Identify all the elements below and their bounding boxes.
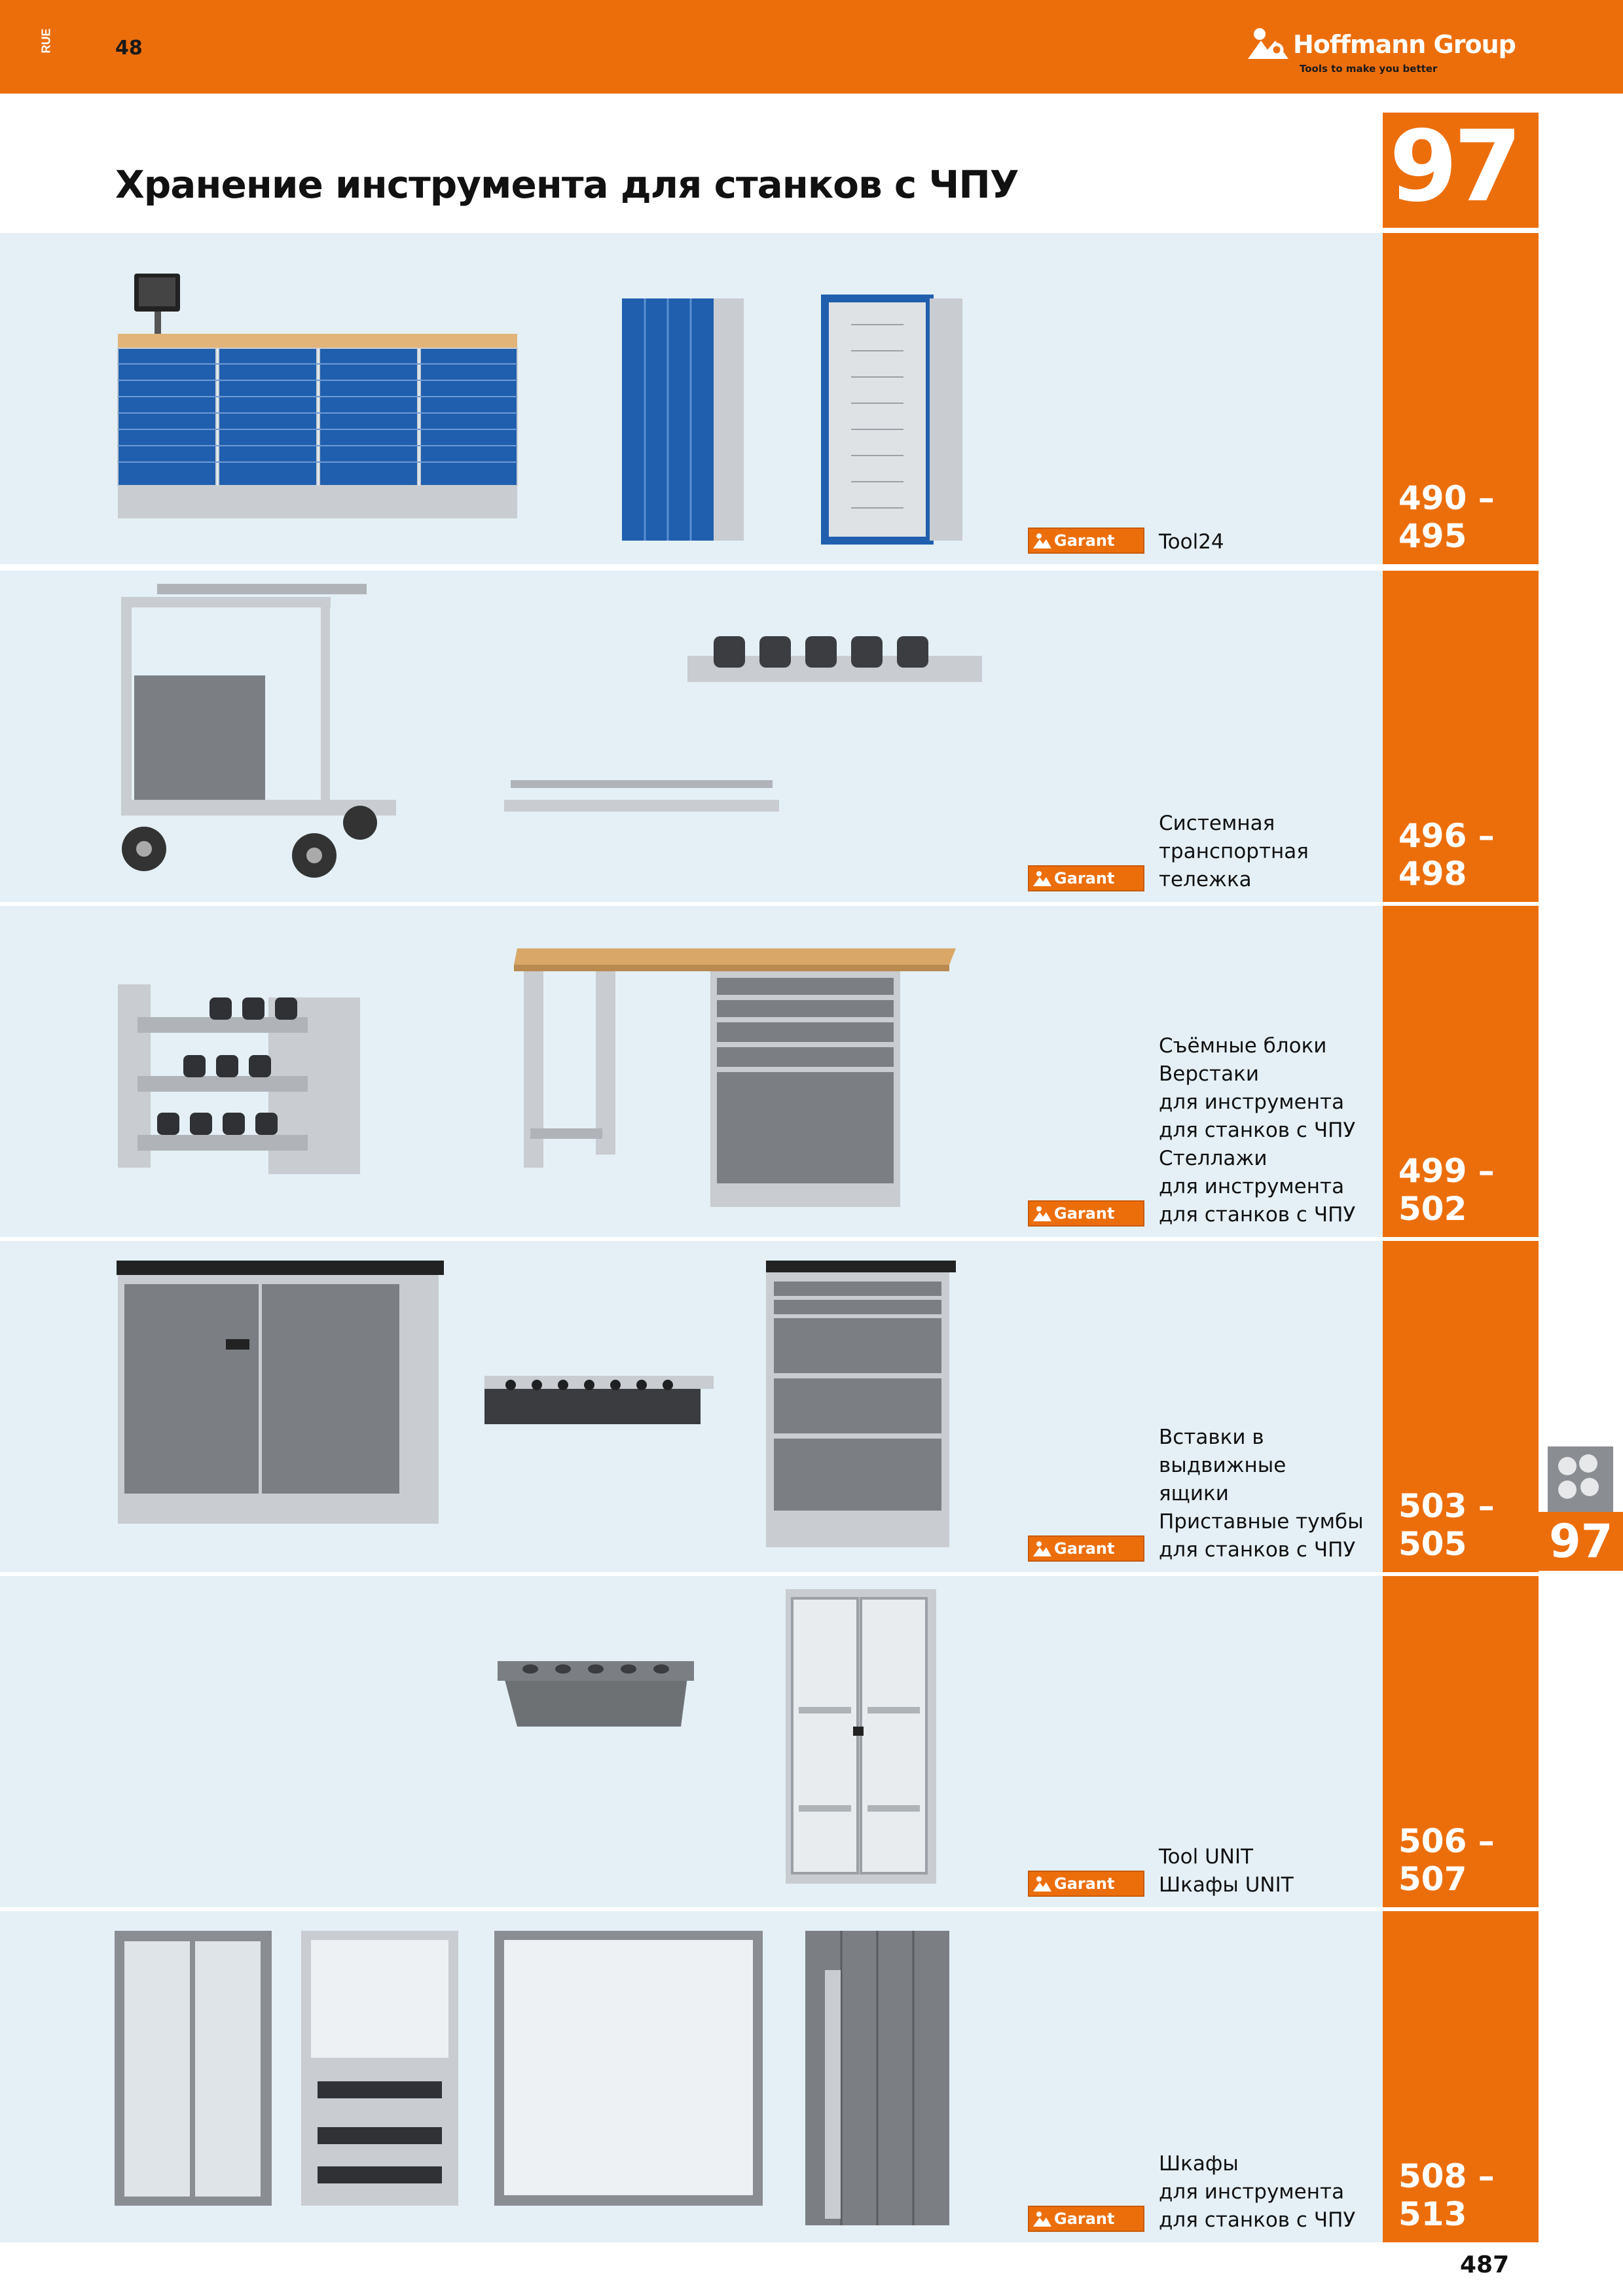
section-description: Шкафы для инструмента для станков с ЧПУ xyxy=(1159,2152,1356,2232)
section-description: Tool24 xyxy=(1159,530,1224,554)
garant-logo-text: Garant xyxy=(1054,531,1115,550)
hoffmann-logo-icon xyxy=(1248,28,1288,59)
page-range-tab: 496 – 498 xyxy=(1383,571,1539,902)
chapter-index-icon[interactable] xyxy=(1548,1446,1613,1512)
brand-tagline: Tools to make you better xyxy=(1300,63,1438,75)
garant-logo-text: Garant xyxy=(1054,1539,1115,1558)
garant-logo: Garant xyxy=(1028,865,1144,891)
page-range-tab: 499 – 502 xyxy=(1383,906,1539,1237)
garant-logo-text: Garant xyxy=(1054,869,1115,888)
section-band-4: Garant Вставки в выдвижные ящики Пристав… xyxy=(0,1241,1383,1572)
section-description: Tool UNIT Шкафы UNIT xyxy=(1159,1845,1294,1897)
header-bar xyxy=(0,0,1623,94)
section-description: Системная транспортная тележка xyxy=(1159,812,1309,891)
garant-logo: Garant xyxy=(1028,528,1144,554)
garant-logo-text: Garant xyxy=(1054,2210,1115,2228)
garant-logo-text: Garant xyxy=(1054,1874,1115,1893)
page-range-tab: 508 – 513 xyxy=(1383,1911,1539,2242)
section-band-1: Garant Tool24 xyxy=(0,233,1383,564)
section-band-2: Garant Системная транспортная тележка xyxy=(0,571,1383,902)
tool24-storage-illustration xyxy=(117,274,962,545)
brand-name: Hoffmann Group xyxy=(1293,30,1516,59)
tool-cabinets-illustration xyxy=(115,1931,949,2225)
garant-logo: Garant xyxy=(1028,1535,1144,1562)
transport-trolley-illustration xyxy=(121,584,982,878)
page-range: 506 – 507 xyxy=(1398,1822,1495,1898)
page-number: 487 xyxy=(1460,2251,1510,2278)
page-range: 508 – 513 xyxy=(1398,2157,1495,2233)
side-chapter-number: 97 xyxy=(1549,1515,1613,1568)
region-code: RUE xyxy=(39,28,53,54)
garant-logo: Garant xyxy=(1028,1871,1144,1897)
workbench-illustration xyxy=(118,948,956,1207)
page-range-tab: 506 – 507 xyxy=(1383,1576,1539,1907)
page-ref: 48 xyxy=(115,37,143,60)
page-range: 496 – 498 xyxy=(1398,817,1495,893)
garant-logo-text: Garant xyxy=(1054,1204,1115,1223)
page-range-tab: 490 – 495 xyxy=(1383,233,1539,564)
tool-unit-illustration xyxy=(498,1589,936,1884)
section-band-5: Garant Tool UNIT Шкафы UNIT xyxy=(0,1576,1383,1907)
section-description: Съёмные блоки Верстаки для инструмента д… xyxy=(1159,1034,1356,1227)
garant-logo: Garant xyxy=(1028,2206,1144,2232)
section-band-3: Garant Съёмные блоки Верстаки для инстру… xyxy=(0,906,1383,1237)
page-range: 490 – 495 xyxy=(1398,479,1495,555)
chapter-box xyxy=(1383,113,1539,228)
side-chapter-tab[interactable] xyxy=(1539,1512,1623,1571)
section-band-6: Garant Шкафы для инструмента для станков… xyxy=(0,1911,1383,2242)
page-range: 503 – 505 xyxy=(1398,1487,1495,1563)
section-description: Вставки в выдвижные ящики Приставные тум… xyxy=(1159,1426,1364,1562)
page-range-tab: 503 – 505 xyxy=(1383,1241,1539,1572)
cabinet-illustration xyxy=(117,1261,956,1547)
page-title: Хранение инструмента для станков с ЧПУ xyxy=(115,162,1019,207)
garant-logo: Garant xyxy=(1028,1200,1144,1227)
page-range: 499 – 502 xyxy=(1398,1152,1495,1228)
chapter-number: 97 xyxy=(1389,110,1522,224)
